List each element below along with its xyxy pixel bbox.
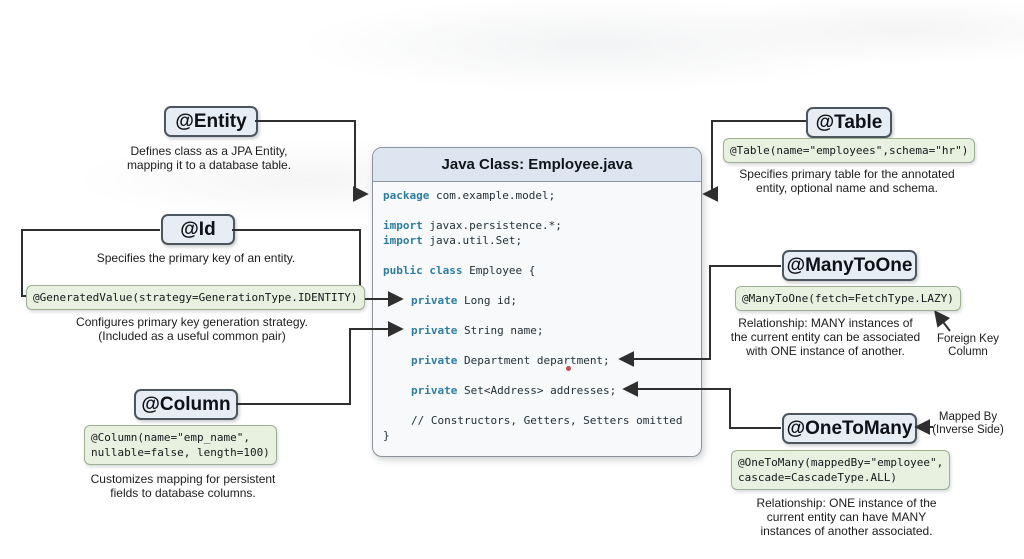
code-line-id-field: private Long id; [411,294,517,307]
foreign-key-note: Foreign Key Column [936,333,999,358]
manytoone-description: Relationship: MANY instances of the curr… [730,316,921,358]
generatedvalue-description: Configures primary key generation strate… [76,315,308,343]
java-class-panel: Java Class: Employee.java package com.ex… [372,147,702,457]
annotation-badge-onetomany: @OneToMany [782,413,917,444]
code-line-import-set: import java.util.Set; [383,234,523,247]
column-description: Customizes mapping for persistent fields… [90,472,276,500]
panel-code: package com.example.model; import javax.… [373,182,701,443]
code-line-comment: // Constructors, Getters, Setters omitte… [411,414,683,427]
onetomany-code-snippet: @OneToMany(mappedBy="employee", cascade=… [731,450,951,490]
annotation-badge-entity: @Entity [164,106,258,137]
table-code-snippet: @Table(name="employees",schema="hr") [723,138,976,163]
code-line-import-persistence: import javax.persistence.*; [383,219,562,232]
id-description: Specifies the primary key of an entity. [96,251,296,265]
code-line-package: package com.example.model; [383,189,556,202]
panel-title: Java Class: Employee.java [373,148,701,182]
generatedvalue-code-snippet: @GeneratedValue(strategy=GenerationType.… [26,285,365,310]
code-line-close-brace: } [383,429,390,442]
code-line-class-decl: public class Employee { [383,264,536,277]
annotation-badge-manytoone: @ManyToOne [782,250,917,281]
onetomany-description: Relationship: ONE instance of the curren… [756,496,937,538]
arrow-foreign-key-note [934,310,951,332]
table-description: Specifies primary table for the annotate… [739,167,955,195]
code-line-name-field: private String name; [411,324,544,337]
column-code-snippet: @Column(name="emp_name", nullable=false,… [84,425,277,465]
code-line-department-field: private Department department; [411,354,610,367]
mapped-by-note: Mapped By (Inverse Side) [932,411,1004,436]
annotation-badge-id: @Id [161,214,235,245]
manytoone-code-snippet: @ManyToOne(fetch=FetchType.LAZY) [735,286,961,311]
code-line-addresses-field: private Set<Address> addresses; [411,384,617,397]
typo-dot [566,366,571,371]
annotation-badge-column: @Column [134,389,238,420]
entity-description: Defines class as a JPA Entity, mapping i… [126,144,292,172]
annotation-badge-table: @Table [806,107,892,138]
